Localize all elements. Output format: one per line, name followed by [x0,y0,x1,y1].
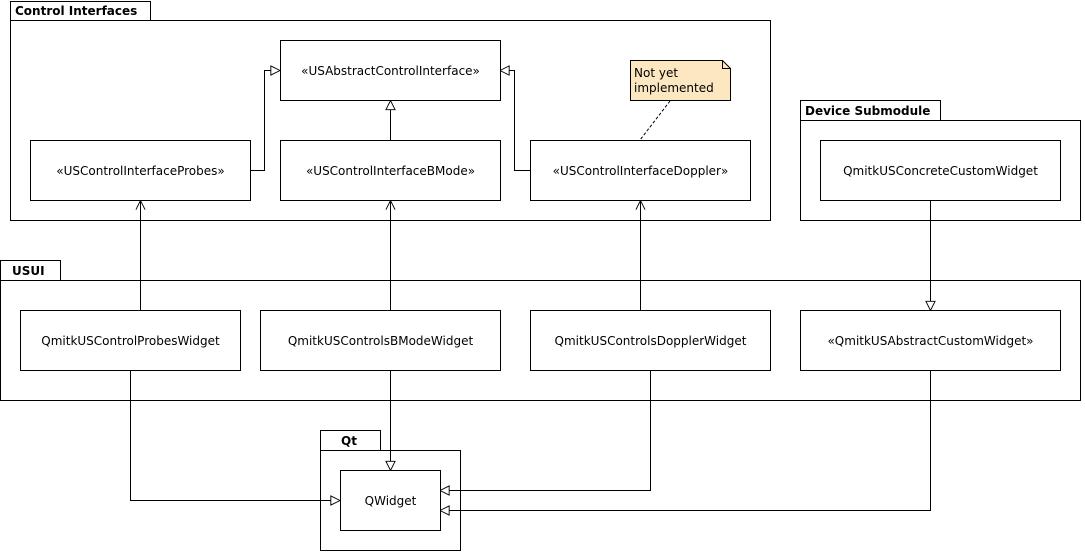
class-abstract-control-interface: «USAbstractControlInterface» [280,40,501,101]
class-concrete-custom-widget: QmitkUSConcreteCustomWidget [820,140,1061,201]
class-label: «USControlInterfaceProbes» [56,164,224,178]
note-fold [722,60,731,69]
class-box [340,470,441,531]
class-label: QmitkUSControlProbesWidget [41,334,220,348]
generalization-doppler-to-abstract [500,71,530,171]
generalization-doppler-widget-to-qwidget [440,370,651,491]
class-abstract-custom-widget: «QmitkUSAbstractCustomWidget» [800,310,1061,371]
class-control-interface-probes: «USControlInterfaceProbes» [30,140,251,201]
package-label: Control Interfaces [15,4,137,18]
class-box [30,140,251,201]
class-box [280,40,501,101]
package-label: Qt [341,434,357,448]
class-label: QmitkUSConcreteCustomWidget [843,164,1038,178]
class-label: QmitkUSControlsBModeWidget [288,334,474,348]
note-anchor-line [639,100,671,141]
class-box [530,310,771,371]
note-not-yet-implemented: Not yet implemented [630,60,731,101]
class-qwidget: QWidget [340,470,441,531]
package-label: USUI [12,264,45,278]
class-label: «USControlInterfaceDoppler» [553,164,729,178]
class-label: «USControlInterfaceBMode» [306,164,475,178]
class-box [820,140,1061,201]
class-box [800,310,1061,371]
class-control-interface-bmode: «USControlInterfaceBMode» [280,140,501,201]
class-label: QmitkUSControlsDopplerWidget [555,334,747,348]
class-controls-bmode-widget: QmitkUSControlsBModeWidget [260,310,501,371]
class-box [530,140,751,201]
note-line-1: Not yet [634,66,678,80]
class-label: «USAbstractControlInterface» [301,64,480,78]
note-body [630,60,731,101]
generalization-abstract-custom-to-qwidget [440,370,931,511]
package-label: Device Submodule [805,104,930,118]
class-label: «QmitkUSAbstractCustomWidget» [827,334,1033,348]
connectors [130,71,931,511]
class-box [20,310,241,371]
class-label: QWidget [365,494,417,508]
class-control-probes-widget: QmitkUSControlProbesWidget [20,310,241,371]
generalization-probes-to-abstract [250,71,280,171]
class-box [280,140,501,201]
class-control-interface-doppler: «USControlInterfaceDoppler» [530,140,751,201]
class-controls-doppler-widget: QmitkUSControlsDopplerWidget [530,310,771,371]
generalization-probes-widget-to-qwidget [130,370,341,501]
note-line-2: implemented [634,81,714,95]
class-box [260,310,501,371]
